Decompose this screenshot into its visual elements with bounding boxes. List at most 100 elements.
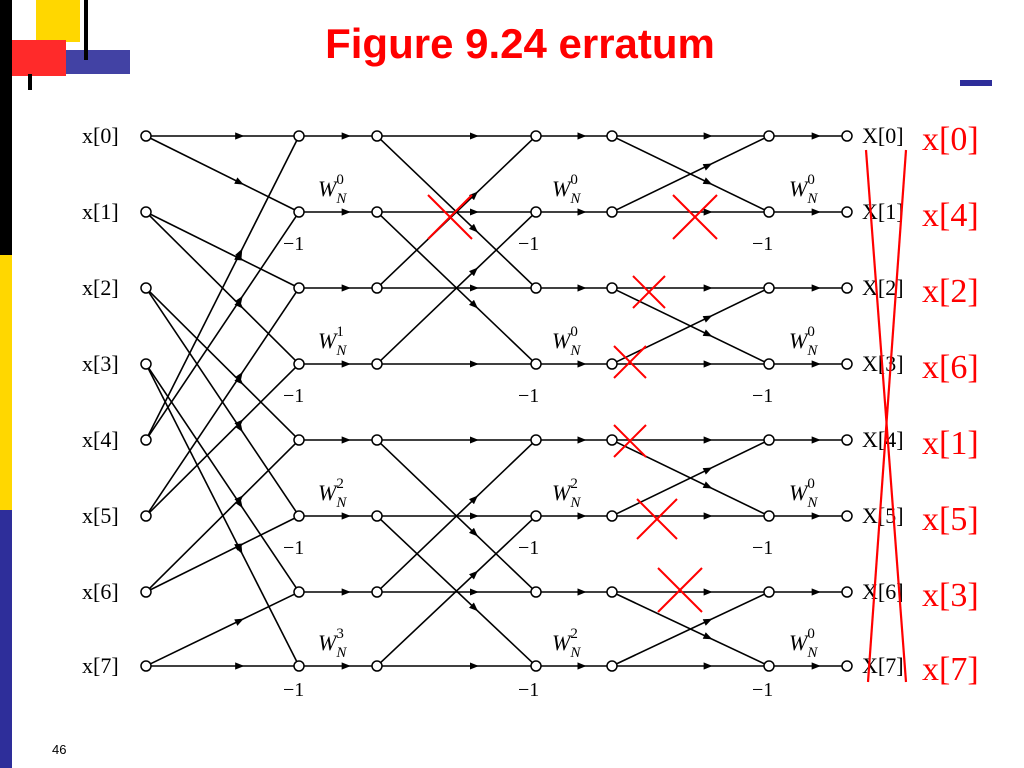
input-label-7: x[7] [82, 653, 119, 678]
s2-c-1-arrow [468, 267, 478, 277]
node-c6-r3 [841, 358, 853, 370]
s1-cross-0 [150, 137, 295, 211]
corrected-label-0: x[0] [922, 121, 979, 158]
deco-yellow-bar [0, 255, 12, 510]
node-c6-r7 [841, 660, 853, 672]
s3-c-0 [616, 137, 765, 211]
s2-c-1 [380, 214, 533, 362]
nodes [140, 130, 853, 672]
input-label-1: x[1] [82, 199, 119, 224]
output-label-1: X[1] [862, 199, 904, 224]
s1-direct-b-0 [148, 215, 297, 437]
node-c0-r3 [140, 358, 152, 370]
node-c5-r4 [763, 434, 775, 446]
corrected-label-1: x[4] [922, 197, 979, 234]
input-label-5: x[5] [82, 503, 119, 528]
twiddle-s2-2: WN2 [552, 476, 581, 511]
input-label-0: x[0] [82, 123, 119, 148]
minus-one-s1-1: −1 [283, 385, 304, 407]
node-c0-r2 [140, 282, 152, 294]
corrected-label-3: x[6] [922, 349, 979, 386]
node-c4-r0 [606, 130, 618, 142]
s1-cross-2-arrow [234, 422, 243, 433]
s1-cross-1-arrow [234, 299, 244, 309]
node-c3-r4 [530, 434, 542, 446]
node-c2-r2 [371, 282, 383, 294]
page-number: 46 [52, 742, 67, 757]
minus-one-s3-2: −1 [752, 537, 773, 559]
deco-black-tick [28, 74, 32, 90]
deco-black-thin [84, 0, 88, 60]
corrected-label-2: x[2] [922, 273, 979, 310]
minus-one-s1-0: −1 [283, 233, 304, 255]
s1-cross-b-3 [150, 593, 295, 665]
s1-direct-1-arrow [234, 253, 244, 261]
twiddle-s3-2: WN0 [789, 476, 818, 511]
s1-direct-b-1 [148, 366, 297, 514]
node-c0-r7 [140, 660, 152, 672]
twiddle-s1-1: WN1 [318, 324, 347, 359]
node-c2-r5 [371, 510, 383, 522]
node-c2-r1 [371, 206, 383, 218]
output-label-4: X[4] [862, 427, 904, 452]
twiddle-s1-2: WN2 [318, 476, 347, 511]
node-c1-r6 [293, 586, 305, 598]
minus-one-s2-2: −1 [518, 537, 539, 559]
strike-line-2 [866, 149, 908, 683]
node-c2-r3 [371, 358, 383, 370]
node-c4-r7 [606, 660, 618, 672]
s3-c-2-arrow [702, 467, 713, 475]
s2-b-3-arrow [468, 602, 478, 612]
node-c1-r3 [293, 358, 305, 370]
input-label-6: x[6] [82, 579, 119, 604]
deco-blue-dash [960, 80, 992, 86]
input-label-2: x[2] [82, 275, 119, 300]
node-c3-r0 [530, 130, 542, 142]
node-c4-r5 [606, 510, 618, 522]
corrected-label-4: x[1] [922, 425, 979, 462]
twiddle-s1-3: WN3 [318, 626, 347, 661]
minus-one-s2-1: −1 [518, 385, 539, 407]
output-label-0: X[0] [862, 123, 904, 148]
s3-c-1-arrow [702, 315, 713, 323]
minus-one-s1-2: −1 [283, 537, 304, 559]
minus-one-s2-0: −1 [518, 233, 539, 255]
node-c5-r1 [763, 206, 775, 218]
minus-one-s1-3: −1 [283, 679, 304, 701]
red-cross-6-b [636, 498, 678, 540]
node-c6-r0 [841, 130, 853, 142]
node-c4-r4 [606, 434, 618, 446]
node-c6-r1 [841, 206, 853, 218]
node-c3-r2 [530, 282, 542, 294]
s1-cross-3 [147, 368, 298, 662]
corrected-label-5: x[5] [922, 501, 979, 538]
node-c5-r7 [763, 660, 775, 672]
s1-cross-3-arrow [235, 544, 243, 555]
s3-c-3 [616, 593, 765, 665]
s2-b-2-arrow [468, 527, 478, 537]
red-cross-7-b [657, 567, 703, 613]
twiddle-s3-1: WN0 [789, 324, 818, 359]
s1-direct-b-2 [150, 517, 295, 591]
node-c0-r5 [140, 510, 152, 522]
corrected-label-6: x[3] [922, 577, 979, 614]
s1-direct-2 [148, 290, 297, 438]
node-c2-r6 [371, 586, 383, 598]
s3-b-2-arrow [702, 481, 713, 489]
output-label-6: X[6] [862, 579, 904, 604]
node-c6-r4 [841, 434, 853, 446]
node-c2-r4 [371, 434, 383, 446]
s3-b-1-arrow [702, 329, 713, 337]
node-c1-r7 [293, 660, 305, 672]
minus-one-s2-3: −1 [518, 679, 539, 701]
minus-one-s3-1: −1 [752, 385, 773, 407]
s1-direct-1 [150, 213, 295, 287]
node-c5-r5 [763, 510, 775, 522]
s2-b-1-arrow [468, 299, 478, 309]
s1-direct-2-arrow [234, 375, 244, 385]
s1-cross-b-3-arrow [234, 618, 244, 626]
deco-yellow-square [36, 0, 80, 42]
deco-blue-strip [66, 50, 130, 74]
